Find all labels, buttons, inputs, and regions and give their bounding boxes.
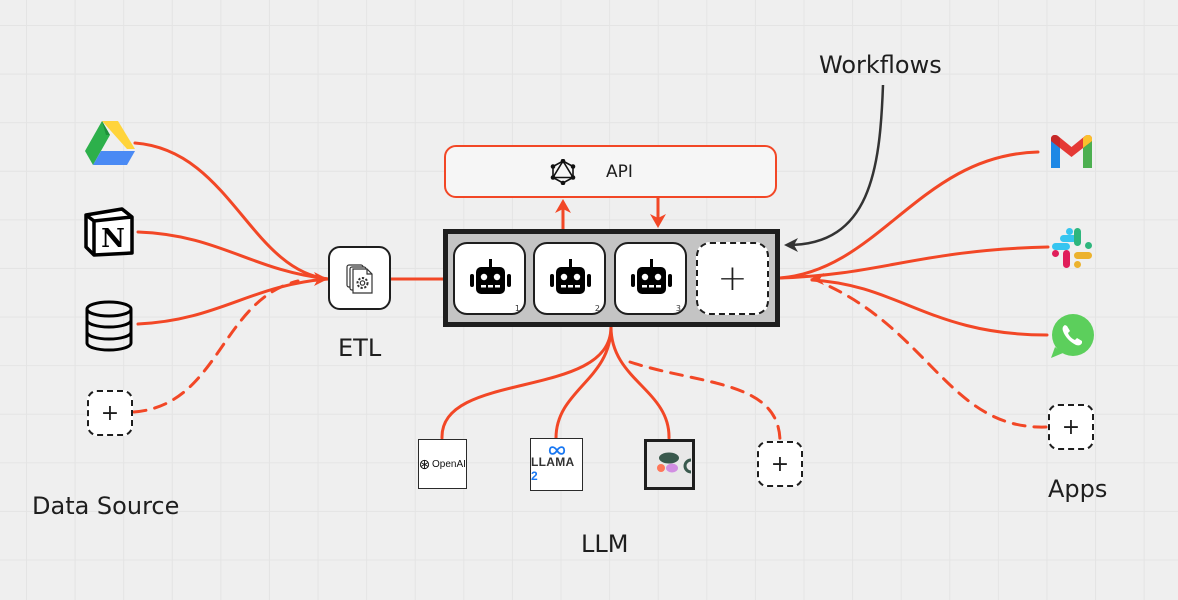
whatsapp-icon bbox=[1051, 314, 1094, 358]
agent-3[interactable]: 3 bbox=[614, 242, 687, 315]
llm-label: LLM bbox=[581, 530, 629, 558]
connector-notion-etl bbox=[136, 230, 330, 281]
plus-icon: + bbox=[100, 400, 120, 426]
graphql-icon bbox=[550, 159, 576, 185]
connector-whatsapp-agents bbox=[810, 278, 1049, 337]
plus-icon: + bbox=[1061, 414, 1081, 440]
google-drive-icon bbox=[85, 121, 135, 165]
connector-gmail-agents bbox=[778, 150, 1040, 280]
plus-icon: + bbox=[717, 258, 748, 299]
openai-logo: OpenAI bbox=[419, 459, 466, 470]
etl-node[interactable] bbox=[328, 246, 391, 310]
add-agent-button[interactable]: + bbox=[696, 242, 769, 315]
api-label: API bbox=[606, 162, 633, 182]
slack-icon bbox=[1052, 228, 1092, 268]
llm-openai[interactable]: OpenAI bbox=[418, 439, 467, 489]
database-icon bbox=[85, 300, 133, 352]
apps-label: Apps bbox=[1048, 475, 1108, 503]
app-gmail[interactable] bbox=[1051, 135, 1092, 168]
openai-icon bbox=[419, 459, 430, 469]
data-source-label: Data Source bbox=[32, 492, 180, 520]
data-source-notion[interactable]: N bbox=[84, 207, 134, 257]
gmail-icon bbox=[1051, 135, 1092, 168]
arrowhead-down bbox=[650, 214, 666, 228]
connector-add-etl bbox=[132, 279, 300, 414]
workflows-label: Workflows bbox=[819, 51, 942, 79]
connector-database-etl bbox=[136, 277, 330, 326]
robot-icon bbox=[550, 259, 591, 294]
api-node[interactable]: API bbox=[444, 145, 777, 198]
robot-icon bbox=[631, 259, 672, 294]
notion-icon: N bbox=[84, 207, 134, 257]
app-slack[interactable] bbox=[1052, 228, 1092, 268]
add-llm-button[interactable]: + bbox=[757, 441, 803, 487]
add-data-source-button[interactable]: + bbox=[87, 390, 133, 436]
app-whatsapp[interactable] bbox=[1049, 313, 1095, 359]
agents-container: 1 2 3 + bbox=[443, 229, 780, 327]
connector-agents-cohere bbox=[609, 325, 671, 440]
connector-add-app-agents bbox=[820, 281, 1048, 429]
plus-icon: + bbox=[770, 451, 790, 477]
llama-version: 2 bbox=[531, 469, 538, 483]
connector-slack-agents bbox=[778, 245, 1050, 280]
data-source-google-drive[interactable] bbox=[85, 121, 135, 165]
cohere-icon bbox=[657, 452, 692, 474]
robot-icon bbox=[470, 259, 511, 294]
llm-cohere[interactable] bbox=[644, 439, 695, 490]
connector-gdrive-etl bbox=[133, 141, 330, 281]
meta-icon bbox=[548, 446, 565, 455]
data-source-database[interactable] bbox=[84, 300, 134, 352]
arrowhead-up bbox=[555, 199, 571, 213]
connector-agents-llama bbox=[554, 325, 613, 440]
etl-label: ETL bbox=[338, 334, 382, 362]
agent-1[interactable]: 1 bbox=[453, 242, 526, 315]
arrowhead-agents-right bbox=[810, 273, 824, 285]
workflows-arrow bbox=[784, 84, 885, 252]
agent-index: 2 bbox=[594, 304, 600, 313]
svg-text:N: N bbox=[101, 224, 125, 254]
documents-gear-icon bbox=[346, 264, 373, 294]
agent-index: 1 bbox=[514, 304, 520, 313]
add-app-button[interactable]: + bbox=[1048, 404, 1094, 450]
agent-2[interactable]: 2 bbox=[533, 242, 606, 315]
connector-agents-openai bbox=[440, 325, 613, 440]
llama-label: LLAMA bbox=[531, 455, 575, 469]
agent-index: 3 bbox=[675, 304, 681, 313]
arrowhead-etl bbox=[314, 272, 328, 286]
connector-agents-add-llm bbox=[628, 360, 782, 444]
llm-llama-2[interactable]: LLAMA 2 bbox=[530, 438, 583, 491]
